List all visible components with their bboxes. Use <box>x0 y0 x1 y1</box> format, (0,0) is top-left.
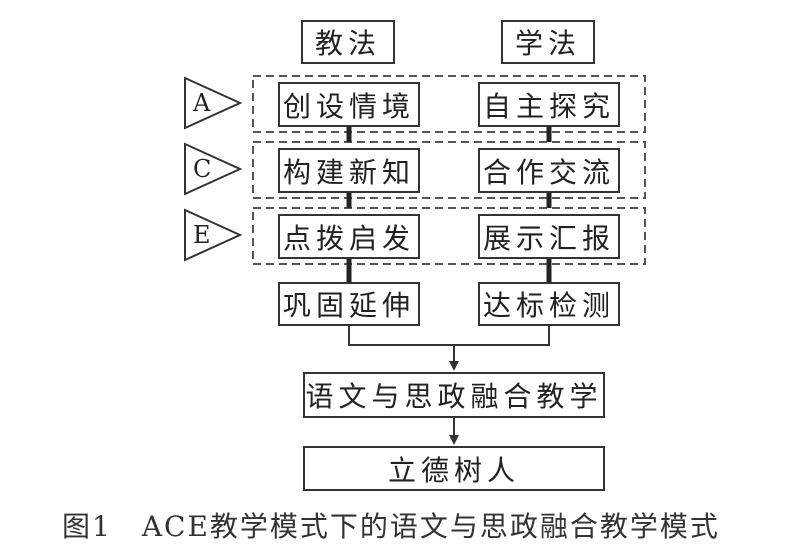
integration-box: 语文与思政融合教学 <box>303 372 605 418</box>
stage-group-a <box>252 75 646 133</box>
stage-triangle-e <box>184 208 243 262</box>
stage-group-c <box>252 141 646 199</box>
stage-tag-e: E <box>193 221 211 249</box>
learning-method-header: 学法 <box>501 20 595 64</box>
stage-e-learning-box: 展示汇报 <box>478 214 620 259</box>
stage-e-teaching-box: 点拨启发 <box>278 214 420 259</box>
stage-a-learning-box: 自主探究 <box>478 82 620 127</box>
stage-triangle-c <box>184 142 243 196</box>
goal-box: 立德树人 <box>303 446 605 491</box>
teaching-method-header: 教法 <box>301 20 395 64</box>
stage-a-teaching-box: 创设情境 <box>278 82 420 127</box>
consolidation-teaching-box: 巩固延伸 <box>278 282 420 326</box>
stage-c-learning-box: 合作交流 <box>478 148 620 193</box>
stage-c-teaching-box: 构建新知 <box>278 148 420 193</box>
stage-tag-a: A <box>193 89 211 117</box>
merge-connector <box>348 326 550 346</box>
stage-triangle-a <box>184 76 243 130</box>
stage-tag-c: C <box>193 155 212 183</box>
consolidation-learning-box: 达标检测 <box>478 282 620 326</box>
figure-caption: 图1 ACE教学模式下的语文与思政融合教学模式 <box>62 510 720 543</box>
stage-group-e <box>252 207 646 265</box>
